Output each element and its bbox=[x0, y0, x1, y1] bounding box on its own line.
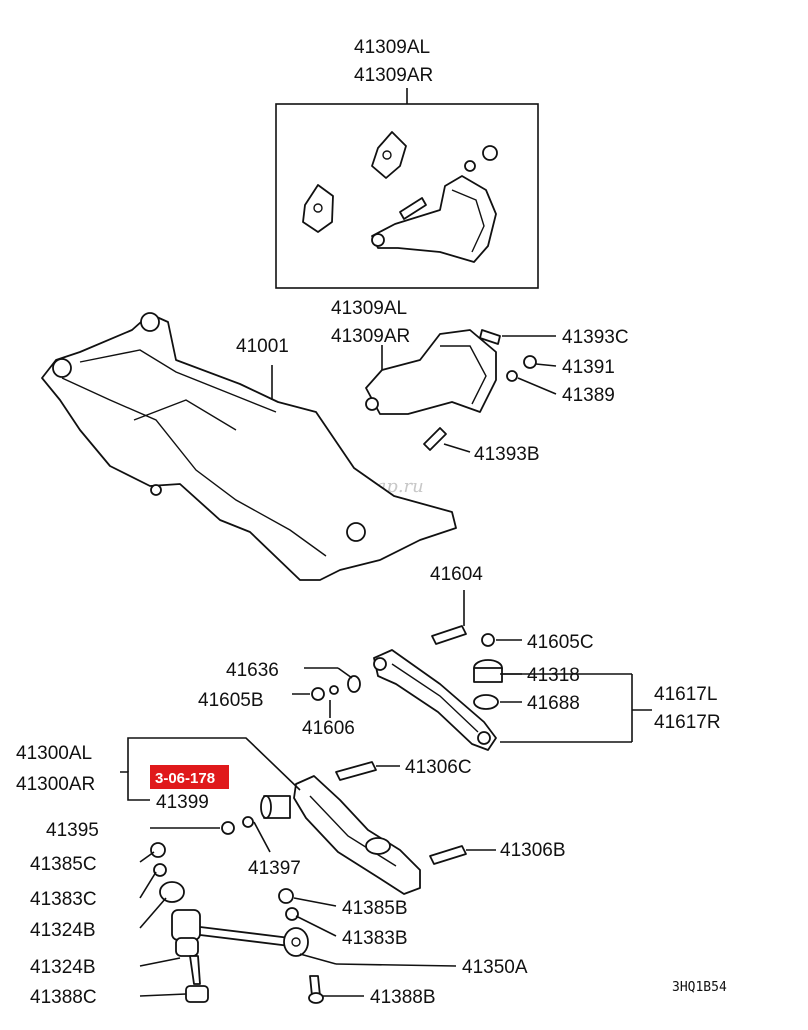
label-41397: 41397 bbox=[248, 858, 301, 879]
label-41389: 41389 bbox=[562, 385, 615, 406]
label-41324b-a: 41324B bbox=[30, 920, 96, 941]
label-41391: 41391 bbox=[562, 357, 615, 378]
label-41605c: 41605C bbox=[527, 632, 594, 653]
upper-arm-assembly bbox=[365, 329, 537, 451]
label-41605b: 41605B bbox=[198, 690, 264, 711]
trailing-arm-41300 bbox=[120, 737, 467, 895]
label-41309al-mid: 41309AL bbox=[331, 298, 407, 319]
crossmember-41001 bbox=[41, 312, 457, 581]
label-41399: 41399 bbox=[156, 792, 209, 813]
label-41385b: 41385B bbox=[342, 898, 408, 919]
label-41350a: 41350A bbox=[462, 957, 528, 978]
label-41388b: 41388B bbox=[370, 987, 436, 1008]
label-41395: 41395 bbox=[46, 820, 99, 841]
label-41604: 41604 bbox=[430, 564, 483, 585]
link-41350a bbox=[150, 842, 324, 1004]
label-41606: 41606 bbox=[302, 718, 355, 739]
label-41688: 41688 bbox=[527, 693, 580, 714]
label-41001: 41001 bbox=[236, 336, 289, 357]
label-41309al-top: 41309AL bbox=[354, 37, 430, 58]
leader-lines bbox=[139, 335, 557, 997]
reference-badge[interactable]: 3-06-178 bbox=[150, 765, 229, 789]
lower-arm-41617 bbox=[311, 625, 652, 751]
label-41306b: 41306B bbox=[500, 840, 566, 861]
label-41309ar-top: 41309AR bbox=[354, 65, 433, 86]
label-41309ar-mid: 41309AR bbox=[331, 326, 410, 347]
diagram-code: 3HQ1B54 bbox=[672, 980, 727, 995]
upper-arm-inset-box bbox=[275, 88, 539, 289]
label-41383b: 41383B bbox=[342, 928, 408, 949]
label-41393c: 41393C bbox=[562, 327, 629, 348]
label-41636: 41636 bbox=[226, 660, 279, 681]
label-41318: 41318 bbox=[527, 665, 580, 686]
label-41300al: 41300AL bbox=[16, 743, 92, 764]
label-41617l: 41617L bbox=[654, 684, 717, 705]
label-41300ar: 41300AR bbox=[16, 774, 95, 795]
label-41324b-b: 41324B bbox=[30, 957, 96, 978]
reference-badge-label[interactable]: 3-06-178 bbox=[155, 770, 215, 787]
reference-badge-bg bbox=[150, 765, 229, 789]
label-41385c: 41385C bbox=[30, 854, 97, 875]
label-41617r: 41617R bbox=[654, 712, 721, 733]
label-41388c: 41388C bbox=[30, 987, 97, 1008]
label-41393b: 41393B bbox=[474, 444, 540, 465]
label-41306c: 41306C bbox=[405, 757, 472, 778]
label-41383c: 41383C bbox=[30, 889, 97, 910]
